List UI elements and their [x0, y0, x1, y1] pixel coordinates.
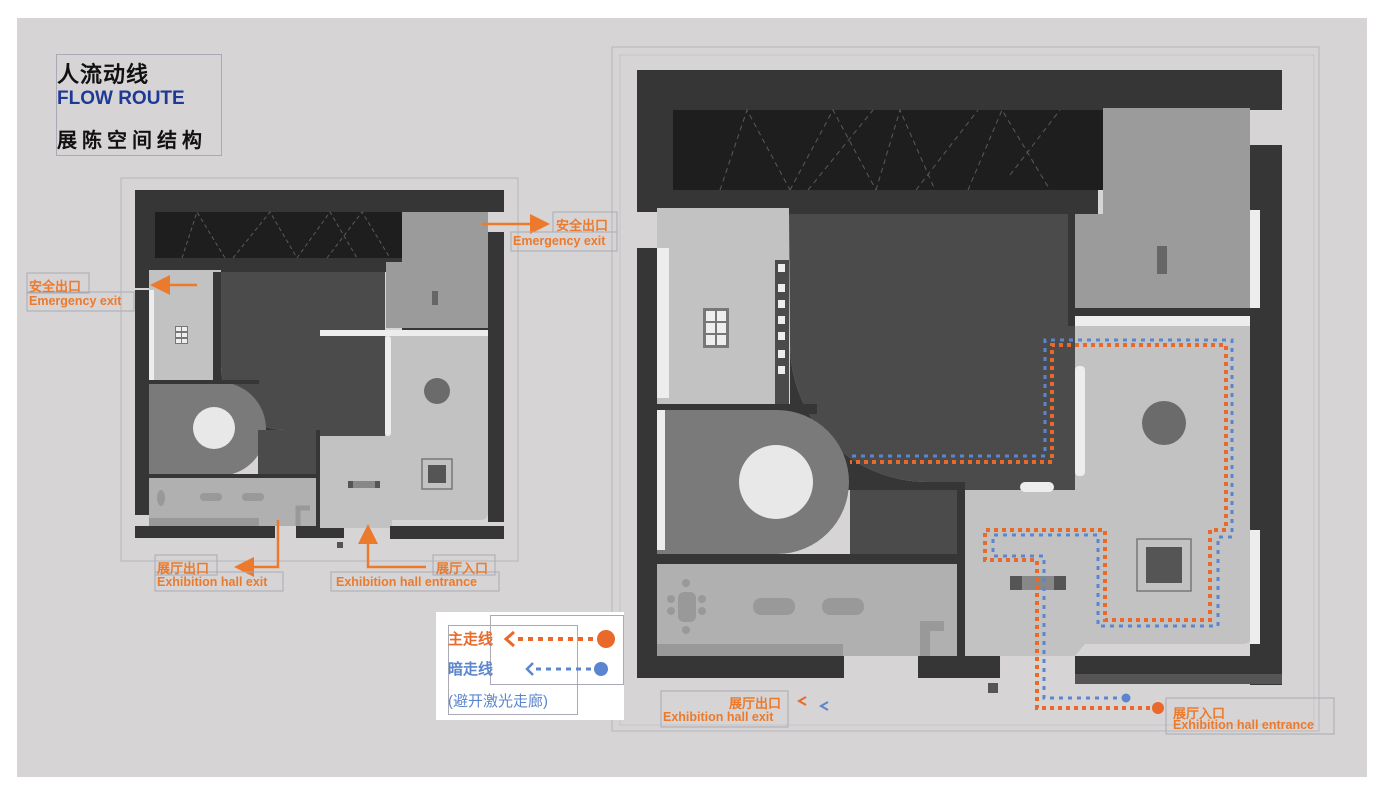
laser-corridor	[673, 110, 1103, 190]
left-emergency-exit-cn: 安全出口	[29, 279, 82, 294]
title-box	[56, 54, 222, 156]
right-hall-entrance-en: Exhibition hall entrance	[1173, 718, 1314, 732]
wall	[135, 190, 504, 212]
legend-hidden-route-swatch	[525, 662, 608, 676]
right-hall-entrance-cn: 展厅入口	[1173, 706, 1226, 721]
rotunda-disc	[193, 407, 235, 449]
right-hall-exit-en: Exhibition hall exit	[663, 710, 774, 724]
left-hall-exit-en: Exhibition hall exit	[157, 575, 268, 589]
main-route-end-arrow	[796, 696, 807, 706]
title-cn-sub: 展陈空间结构	[57, 130, 207, 152]
title-en: FLOW ROUTE	[57, 88, 185, 109]
hidden-route-start-dot	[1121, 693, 1131, 703]
main-route-start-dot	[1152, 702, 1164, 714]
legend: 主走线 暗走线 (避开激光走廊)	[436, 612, 624, 720]
legend-main-route-swatch	[503, 630, 615, 648]
legend-main-route-label: 主走线	[448, 631, 494, 648]
pillar	[1142, 401, 1186, 445]
wall	[488, 232, 504, 522]
wall	[637, 70, 1282, 110]
right-plan-frame-outer	[611, 46, 1320, 732]
hidden-route-path	[850, 338, 1234, 700]
right-emergency-exit-cn: 安全出口	[556, 218, 609, 233]
legend-hidden-route-label: 暗走线	[448, 661, 494, 678]
legend-hidden-route-note: (避开激光走廊)	[448, 693, 548, 710]
room-top-right	[1103, 108, 1250, 308]
rotunda-disc	[739, 445, 813, 519]
room-upper-left	[657, 208, 789, 404]
left-hall-entrance-cn: 展厅入口	[436, 561, 489, 576]
right-hall-exit-cn: 展厅出口	[729, 696, 782, 711]
bottom-gallery	[657, 564, 957, 656]
laser-beams	[181, 210, 391, 259]
pillar	[424, 378, 450, 404]
hidden-route-end-arrow	[818, 701, 829, 711]
left-hall-entrance-en: Exhibition hall entrance	[336, 575, 477, 589]
right-emergency-exit-en: Emergency exit	[513, 234, 606, 248]
wall	[135, 190, 155, 288]
left-emergency-exit-en: Emergency exit	[29, 294, 122, 308]
room-emergency-right	[402, 212, 488, 328]
wall	[637, 70, 673, 212]
title-cn-main: 人流动线	[57, 62, 150, 87]
laser-corridor	[155, 212, 402, 258]
wall	[637, 248, 657, 678]
right-plan-frame-inner	[619, 54, 1315, 726]
left-floor-plan	[120, 177, 550, 577]
left-hall-exit-cn: 展厅出口	[157, 561, 210, 576]
laser-beams	[719, 108, 1061, 191]
right-floor-plan	[611, 46, 1320, 732]
wall	[135, 290, 149, 515]
left-plan-frame	[120, 177, 519, 562]
